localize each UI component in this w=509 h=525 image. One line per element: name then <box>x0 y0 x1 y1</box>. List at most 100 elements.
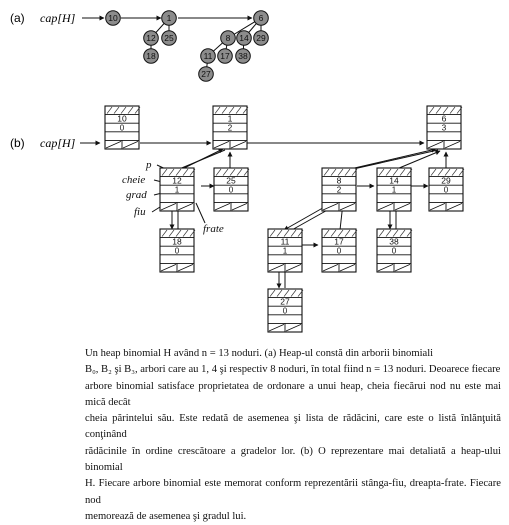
heap-node-29: 290 <box>428 167 465 212</box>
heap-node-8: 82 <box>321 167 358 212</box>
tree-node-key: 11 <box>204 51 213 61</box>
tree-node-17: 17 <box>217 48 233 64</box>
node-key: 14 <box>389 176 399 186</box>
tree-node-circle <box>253 10 269 26</box>
node-key: 25 <box>226 176 236 186</box>
tree-node-circle <box>200 48 216 64</box>
heap-node-17: 170 <box>321 228 358 273</box>
node-degree: 1 <box>175 185 180 194</box>
tree-node-circle <box>143 48 159 64</box>
panel-a-head-label: cap[H] <box>40 11 76 25</box>
tree-node-key: 12 <box>146 33 156 43</box>
tree-node-11: 11 <box>200 48 216 64</box>
tree-node-8: 8 <box>220 30 236 46</box>
tree-node-key: 14 <box>239 33 249 43</box>
tree-node-key: 25 <box>164 33 174 43</box>
panel-a-label: (a) <box>10 11 25 25</box>
caption-line-3: arbore binomial satisface proprietatea d… <box>85 380 501 408</box>
heap-node-18: 180 <box>159 228 196 273</box>
node-degree: 0 <box>120 123 125 132</box>
node-degree: 1 <box>283 246 288 255</box>
tree-node-circle <box>161 30 177 46</box>
tree-node-key: 10 <box>108 13 118 23</box>
tree-node-38: 38 <box>235 48 251 64</box>
field-label-cheie: cheie <box>122 174 145 186</box>
field-label-p: p <box>145 159 152 171</box>
heap-node-27: 270 <box>267 288 304 333</box>
heap-node-6: 63 <box>426 105 463 150</box>
node-key: 27 <box>280 297 290 307</box>
tree-node-circle <box>105 10 121 26</box>
heap-node-10: 100 <box>104 105 141 150</box>
tree-node-circle <box>143 30 159 46</box>
tree-node-circle <box>217 48 233 64</box>
tree-node-18: 18 <box>143 48 159 64</box>
caption-line-4: cheia părintelui său. Este redată de ase… <box>85 413 501 441</box>
node-degree: 3 <box>442 123 447 132</box>
tree-node-circle <box>253 30 269 46</box>
field-label-fiu: fiu <box>134 206 146 218</box>
tree-node-key: 1 <box>167 13 172 23</box>
tree-node-circle <box>236 30 252 46</box>
node-key: 12 <box>172 176 182 186</box>
panel-a-nodes: 10 1 12 25 18 6 8 14 29 11 17 38 27 <box>105 10 269 82</box>
tree-node-1: 1 <box>161 10 177 26</box>
node-key: 38 <box>389 237 399 247</box>
node-key: 10 <box>117 114 127 124</box>
panel-b-label: (b) <box>10 136 25 150</box>
figure-caption: Un heap binomial H având n = 13 noduri. … <box>85 346 501 525</box>
field-label-frate: frate <box>203 223 224 235</box>
tree-node-14: 14 <box>236 30 252 46</box>
tree-node-key: 6 <box>259 13 264 23</box>
tree-node-key: 17 <box>220 51 230 61</box>
caption-line-6: H. Fiecare arbore binomial este memorat … <box>85 478 501 506</box>
field-labels: p cheie grad fiu frate <box>122 159 224 235</box>
tree-node-10: 10 <box>105 10 121 26</box>
panel-a-edges <box>82 15 262 75</box>
node-degree: 2 <box>337 185 342 194</box>
caption-line-7: memorează de asemenea şi gradul lui. <box>85 510 247 522</box>
tree-node-key: 18 <box>146 51 156 61</box>
tree-node-key: 27 <box>201 69 211 79</box>
node-key: 18 <box>172 237 182 247</box>
tree-node-25: 25 <box>161 30 177 46</box>
node-degree: 0 <box>444 185 449 194</box>
tree-node-circle <box>161 10 177 26</box>
node-degree: 0 <box>175 246 180 255</box>
node-key: 1 <box>228 114 233 124</box>
node-degree: 1 <box>392 185 397 194</box>
tree-node-12: 12 <box>143 30 159 46</box>
heap-node-38: 380 <box>376 228 413 273</box>
tree-node-29: 29 <box>253 30 269 46</box>
node-record-box <box>212 105 248 150</box>
node-degree: 0 <box>337 246 342 255</box>
node-degree: 2 <box>228 123 233 132</box>
tree-node-key: 38 <box>238 51 248 61</box>
caption-line-1: Un heap binomial H având n = 13 noduri. … <box>85 348 434 359</box>
heap-node-11: 111 <box>267 228 304 273</box>
tree-node-key: 8 <box>226 33 231 43</box>
tree-node-6: 6 <box>253 10 269 26</box>
caption-line-5: rădăcinile în ordine crescătoare a grade… <box>85 445 501 474</box>
node-key: 29 <box>441 176 451 186</box>
heap-node-25: 250 <box>213 167 250 212</box>
caption-line-2: B₀, B₂ şi B₃, arbori care au 1, 4 şi res… <box>85 364 501 376</box>
heap-node-12: 121 <box>159 167 196 212</box>
heap-node-1: 12 <box>212 105 249 150</box>
node-key: 17 <box>334 237 344 247</box>
heap-node-14: 141 <box>376 167 413 212</box>
node-degree: 0 <box>283 306 288 315</box>
tree-node-key: 29 <box>256 33 266 43</box>
tree-node-27: 27 <box>198 66 214 82</box>
tree-node-circle <box>198 66 214 82</box>
panel-b-head-label: cap[H] <box>40 136 76 150</box>
tree-node-circle <box>220 30 236 46</box>
node-degree: 0 <box>229 185 234 194</box>
tree-node-circle <box>235 48 251 64</box>
node-key: 11 <box>281 237 290 247</box>
field-label-grad: grad <box>126 189 147 201</box>
node-degree: 0 <box>392 246 397 255</box>
node-key: 8 <box>337 176 342 186</box>
